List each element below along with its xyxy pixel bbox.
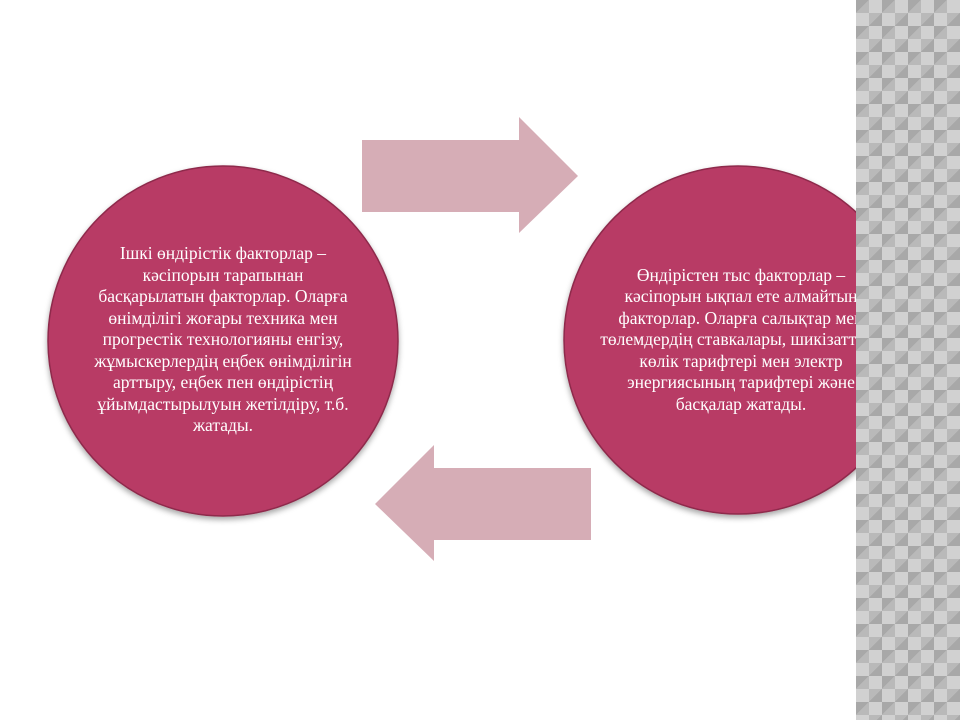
internal-factors-text: Ішкі өндірістік факторлар – кәсіпорын та… bbox=[94, 243, 352, 436]
external-factors-text: Өндірістен тыс факторлар – кәсіпорын ықп… bbox=[600, 264, 882, 414]
side-decorative-pattern bbox=[856, 0, 960, 720]
arrow-right-shape bbox=[362, 117, 578, 233]
cycle-diagram bbox=[47, 117, 856, 561]
right-circle-shape bbox=[563, 165, 856, 515]
left-circle-shape bbox=[47, 165, 399, 517]
arrow-left-shape bbox=[375, 445, 591, 561]
